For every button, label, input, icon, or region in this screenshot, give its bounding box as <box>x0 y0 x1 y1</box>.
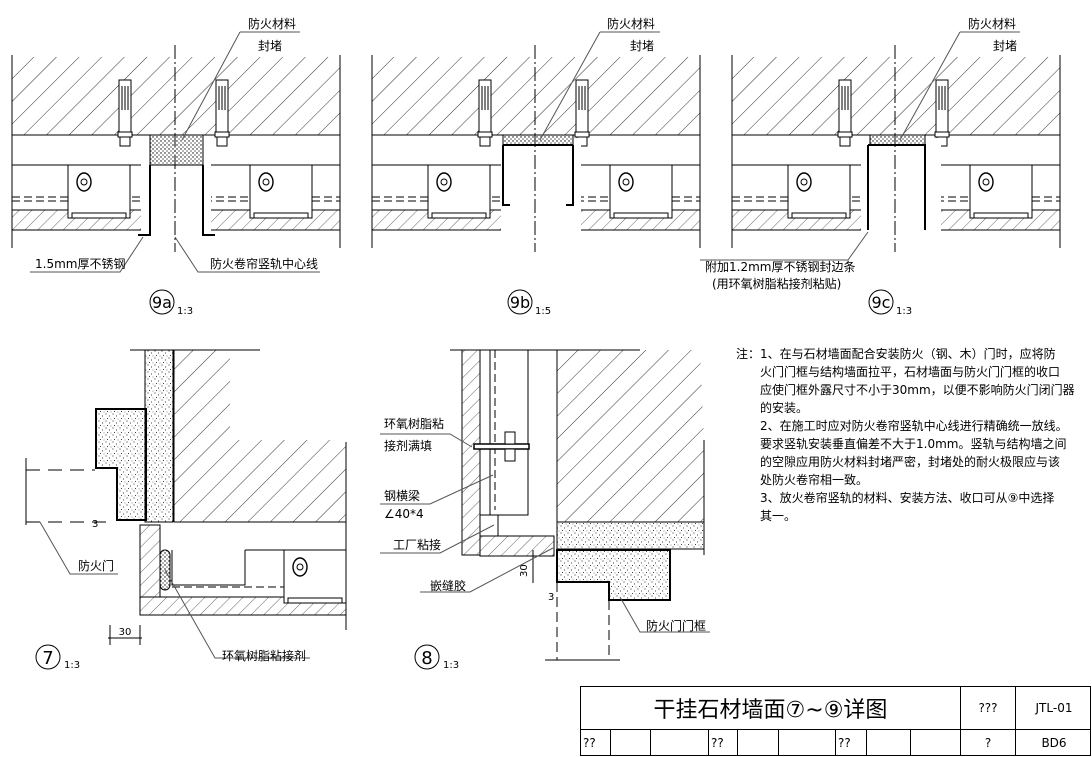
notes: 注：1、在与石材墙面配合安装防火（钢、木）门时，应将防 火门门框与结构墙面拉平，… <box>736 345 1086 525</box>
label-fire-material: 防火材料 <box>607 16 655 31</box>
row2-cell: ? <box>961 729 1016 756</box>
scale-8: 1:3 <box>443 660 459 671</box>
note-line: 的安装。 <box>760 401 809 415</box>
row2-cell: ?? <box>709 729 738 756</box>
scale-9c: 1:3 <box>896 306 912 317</box>
detail-9b: 防火材料 封堵 9b 1:5 <box>372 16 700 317</box>
note-line: 火门门框与结构墙面拉平，石材墙面与防火门门框的收口 <box>760 365 1061 379</box>
dim-30: 30 <box>519 564 530 577</box>
title-block: 干挂石材墙面⑦~⑨详图 ??? JTL-01 ?? ?? ?? ? BD6 <box>580 686 1091 756</box>
label-seal: 封堵 <box>630 39 654 53</box>
row2-cell <box>611 729 651 756</box>
row2-cell <box>911 729 961 756</box>
label-factory-bond: 工厂粘接 <box>393 537 441 552</box>
row2-cell <box>651 729 709 756</box>
detail-9a: 防火材料 封堵 1.5mm厚不锈钢 防火卷帘竖轨中心线 9a 1:3 <box>12 16 340 317</box>
detail-id-9c: 9c <box>872 293 891 312</box>
row2-cell: ?? <box>581 729 611 756</box>
label-door-frame: 防火门门框 <box>646 618 706 633</box>
label-epoxy-fill-2: 接剂满填 <box>384 438 432 453</box>
dim-3: 3 <box>548 592 554 603</box>
drawing-title: 干挂石材墙面⑦~⑨详图 <box>581 687 961 729</box>
label-steel-beam: 钢横梁 <box>384 488 420 503</box>
label-centerline: 防火卷帘竖轨中心线 <box>210 256 318 271</box>
label-epoxy: 环氧树脂粘接剂 <box>222 648 306 663</box>
row2-cell: ?? <box>836 729 867 756</box>
row2-cell <box>779 729 836 756</box>
label-edge-strip-note: (用环氧树脂粘接剂粘贴) <box>712 276 841 291</box>
note-line: 2、在施工时应对防火卷帘竖轨中心线进行精确统一放线。 <box>760 419 1068 433</box>
label-epoxy-fill-1: 环氧树脂粘 <box>384 416 444 431</box>
note-line: 3、放火卷帘竖轨的材料、安装方法、收口可从⑨中选择 <box>760 491 1055 505</box>
label-fire-material: 防火材料 <box>968 16 1016 31</box>
label-stainless-steel: 1.5mm厚不锈钢 <box>35 257 125 271</box>
label-fire-door: 防火门 <box>78 558 114 573</box>
drawing-number: JTL-01 <box>1035 701 1073 715</box>
dim-30: 30 <box>119 627 132 638</box>
page-number: BD6 <box>1041 735 1067 750</box>
label-sealant: 嵌缝胶 <box>430 578 466 593</box>
note-line: 的空隙应用防火材料封堵严密，封堵处的耐火极限应与该 <box>760 455 1061 469</box>
note-line: 应使门框外露尺寸不小于30mm，以便不影响防火门闭门器 <box>760 383 1075 397</box>
detail-id-9b: 9b <box>510 293 530 312</box>
title-field-1: ??? <box>961 687 1016 729</box>
note-line: 处防火卷帘相一致。 <box>760 473 869 487</box>
notes-prefix: 注： <box>736 347 761 361</box>
detail-id-9a: 9a <box>152 293 172 312</box>
note-line: 要求竖轨安装垂直偏差不大于1.0mm。竖轨与结构墙之间 <box>760 437 1067 451</box>
scale-7: 1:3 <box>64 660 80 671</box>
detail-8: 30 3 环氧树脂粘 接剂满填 钢横梁 ∠40*4 工厂粘接 嵌缝胶 防火门门框… <box>380 349 710 671</box>
label-fire-material: 防火材料 <box>248 16 296 31</box>
detail-id-7: 7 <box>42 648 53 669</box>
label-seal: 封堵 <box>258 39 282 53</box>
scale-9b: 1:5 <box>535 306 551 317</box>
note-line: 1、在与石材墙面配合安装防火（钢、木）门时，应将防 <box>760 347 1056 361</box>
detail-id-8: 8 <box>421 648 432 669</box>
note-line: 其一。 <box>760 509 797 523</box>
detail-7: 30 3 防火门 环氧树脂粘接剂 7 1:3 <box>25 349 347 671</box>
detail-9c: 防火材料 封堵 附加1.2mm厚不锈钢封边条 (用环氧树脂粘接剂粘贴) 9c 1… <box>700 16 1060 317</box>
dim-3: 3 <box>92 519 98 530</box>
scale-9a: 1:3 <box>177 306 193 317</box>
row2-cell <box>738 729 779 756</box>
label-angle: ∠40*4 <box>384 507 424 521</box>
row2-cell <box>867 729 911 756</box>
label-edge-strip: 附加1.2mm厚不锈钢封边条 <box>705 260 855 274</box>
label-seal: 封堵 <box>993 39 1017 53</box>
